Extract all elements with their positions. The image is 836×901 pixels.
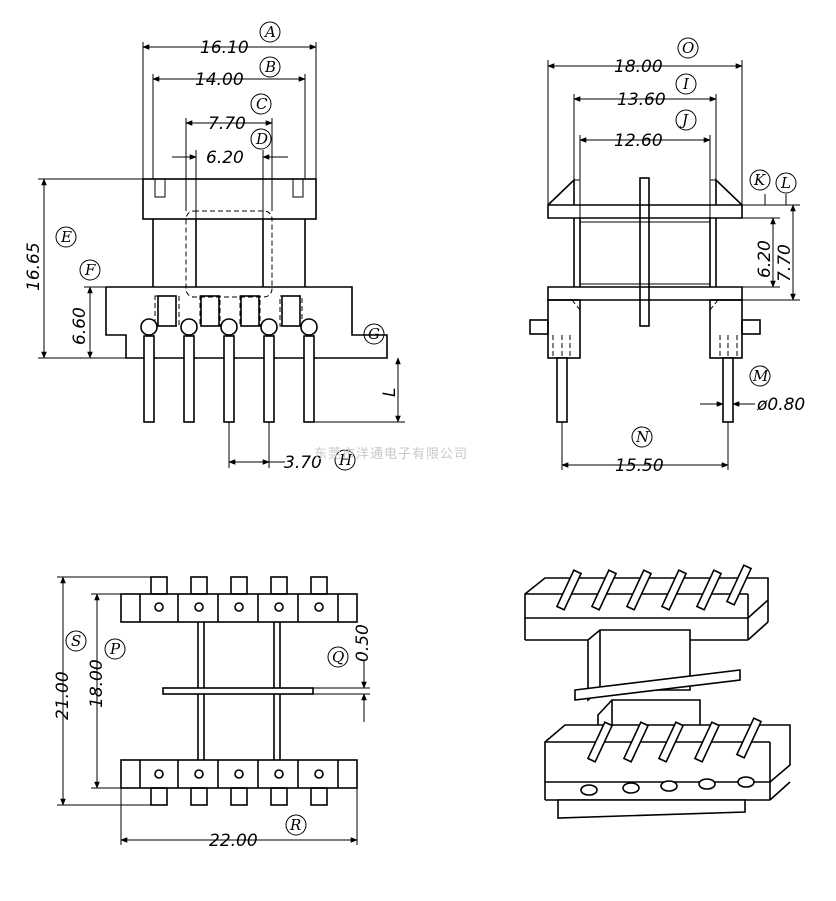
pin-length-label: L — [380, 388, 400, 397]
dim-e-value: 16.65 — [24, 242, 44, 291]
front-pins — [143, 335, 315, 423]
dim-k-value: 6.20 — [755, 240, 775, 278]
bottom-letter-markers: S P Q R — [65, 630, 349, 836]
isometric-view — [524, 564, 791, 819]
dim-i-value: 13.60 — [617, 90, 666, 110]
dim-f-value: 6.60 — [70, 307, 90, 345]
letter-j: J — [679, 111, 689, 129]
dim-j-value: 12.60 — [614, 131, 663, 151]
letter-m: M — [752, 367, 769, 385]
dim-p-value: 18.00 — [87, 659, 107, 708]
letter-s: S — [71, 632, 81, 650]
dim-o-value: 18.00 — [614, 57, 663, 77]
letter-e: E — [60, 228, 72, 246]
side-letter-markers: O I J K L M N — [631, 37, 797, 448]
letter-q: Q — [332, 648, 344, 666]
front-top-flange — [142, 178, 317, 220]
letter-l: L — [780, 174, 791, 192]
dim-n-value: 15.50 — [615, 456, 664, 476]
dim-a-value: 16.10 — [200, 38, 249, 58]
dim-q-value: 0.50 — [353, 624, 373, 662]
dim-c-value: 7.70 — [208, 114, 246, 134]
letter-f: F — [84, 261, 96, 279]
letter-h: H — [338, 451, 353, 469]
letter-d: D — [255, 130, 268, 148]
dim-b-value: 14.00 — [195, 70, 244, 90]
dim-l-value: 7.70 — [775, 244, 795, 282]
front-view: 16.10 14.00 7.70 6.20 16.65 6.60 L 3.70 … — [24, 21, 405, 473]
watermark-text: 东莞市洋通电子有限公司 — [314, 446, 468, 462]
front-letter-markers: A B C D E F G H — [55, 21, 385, 471]
front-core-hidden — [185, 210, 273, 298]
dim-d-value: 6.20 — [206, 148, 244, 168]
letter-g: G — [368, 325, 380, 343]
letter-k: K — [753, 171, 766, 189]
side-view: 18.00 13.60 12.60 6.20 7.70 ø0.80 15.50 … — [529, 37, 805, 476]
dim-m-value: ø0.80 — [756, 395, 805, 415]
letter-b: B — [264, 58, 276, 76]
letter-o: O — [682, 39, 694, 57]
letter-n: N — [635, 428, 650, 446]
dim-r-value: 22.00 — [209, 831, 258, 851]
letter-p: P — [109, 640, 121, 658]
letter-c: C — [256, 95, 268, 113]
dim-s-value: 21.00 — [53, 671, 73, 720]
letter-r: R — [289, 816, 301, 834]
letter-i: I — [682, 75, 690, 93]
bottom-view: 21.00 18.00 0.50 22.00 S P Q R — [53, 576, 373, 851]
dim-h-value: 3.70 — [284, 453, 322, 473]
front-base — [106, 286, 388, 359]
letter-a: A — [263, 23, 276, 41]
